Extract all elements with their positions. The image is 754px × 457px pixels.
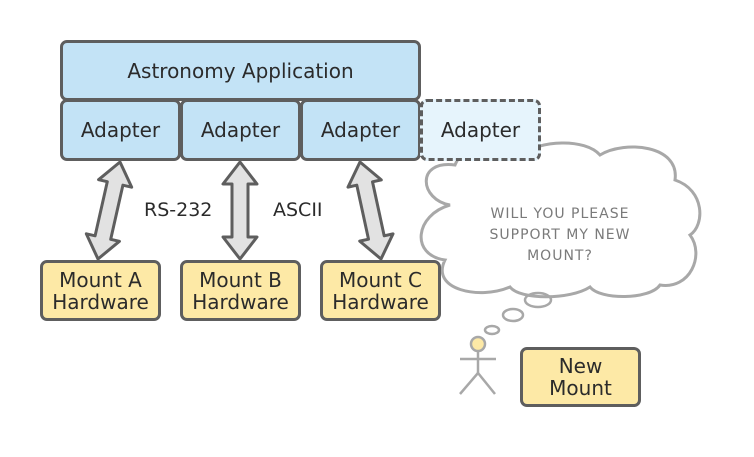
thought-bubble-large (523, 291, 553, 309)
new-mount-box: New Mount (520, 347, 641, 407)
adapter-label: Adapter (80, 118, 161, 142)
adapter-box-3: Adapter (300, 99, 421, 161)
hardware-name: Mount A (59, 267, 142, 292)
hardware-type: Hardware (52, 289, 149, 314)
new-mount-line-2: Mount (549, 376, 612, 400)
thought-line-3: MOUNT? (527, 248, 593, 264)
astronomy-application-box: Astronomy Application (60, 40, 421, 101)
adapter-label: Adapter (320, 118, 401, 142)
thought-bubble-text: WILL YOU PLEASE SUPPORT MY NEW MOUNT? (450, 204, 670, 267)
thought-line-1: WILL YOU PLEASE (490, 206, 630, 222)
adapter-box-proposed: Adapter (420, 99, 541, 161)
new-mount-line-1: New (558, 354, 603, 378)
hardware-name: Mount C (338, 267, 422, 292)
application-label: Astronomy Application (127, 58, 354, 83)
adapter-label: Adapter (200, 118, 281, 142)
mount-a-hardware-box: Mount A Hardware (40, 260, 161, 321)
thought-bubble-small (483, 324, 501, 336)
hardware-type: Hardware (332, 289, 429, 314)
mount-c-hardware-box: Mount C Hardware (320, 260, 441, 321)
arrow-mount-b (221, 160, 259, 261)
hardware-type: Hardware (192, 289, 289, 314)
hardware-name: Mount B (199, 267, 282, 292)
mount-b-hardware-box: Mount B Hardware (180, 260, 301, 321)
adapter-box-1: Adapter (60, 99, 181, 161)
thought-bubble-medium (501, 307, 525, 323)
person-icon (459, 335, 496, 395)
arrow-mount-a (84, 160, 134, 261)
thought-line-2: SUPPORT MY NEW (489, 227, 631, 243)
arrow-mount-c (346, 160, 395, 261)
adapter-label: Adapter (440, 118, 521, 142)
adapter-box-2: Adapter (180, 99, 301, 161)
connection-label-rs232: RS-232 (144, 199, 213, 221)
connection-label-ascii: ASCII (273, 199, 323, 221)
